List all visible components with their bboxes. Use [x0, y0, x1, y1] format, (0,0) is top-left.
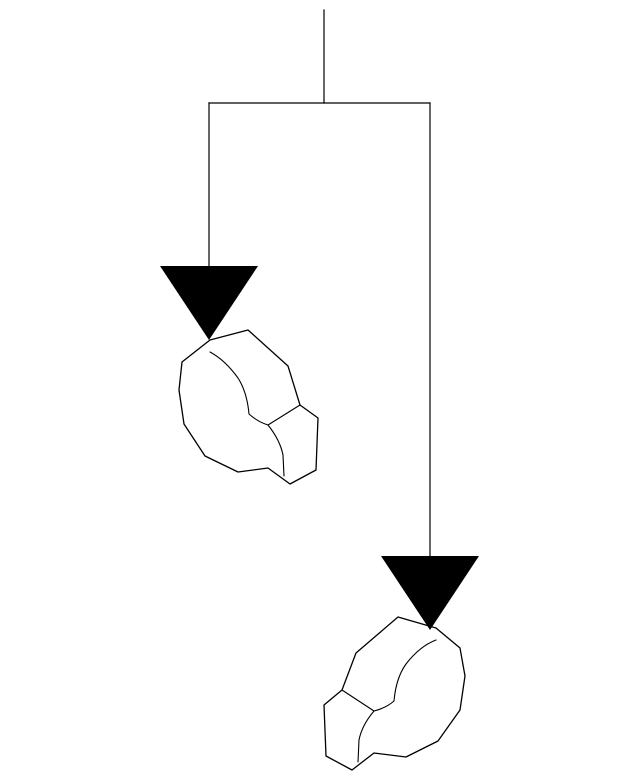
- leader-lines: [208, 9, 431, 559]
- triangle-down-icon: [160, 266, 258, 340]
- plug-cap-icon: [178, 329, 319, 485]
- triangle-down-icon: [381, 556, 479, 630]
- plug-cap-icon: [323, 616, 466, 771]
- part-group-right: [323, 556, 479, 771]
- part-group-left: [160, 266, 319, 485]
